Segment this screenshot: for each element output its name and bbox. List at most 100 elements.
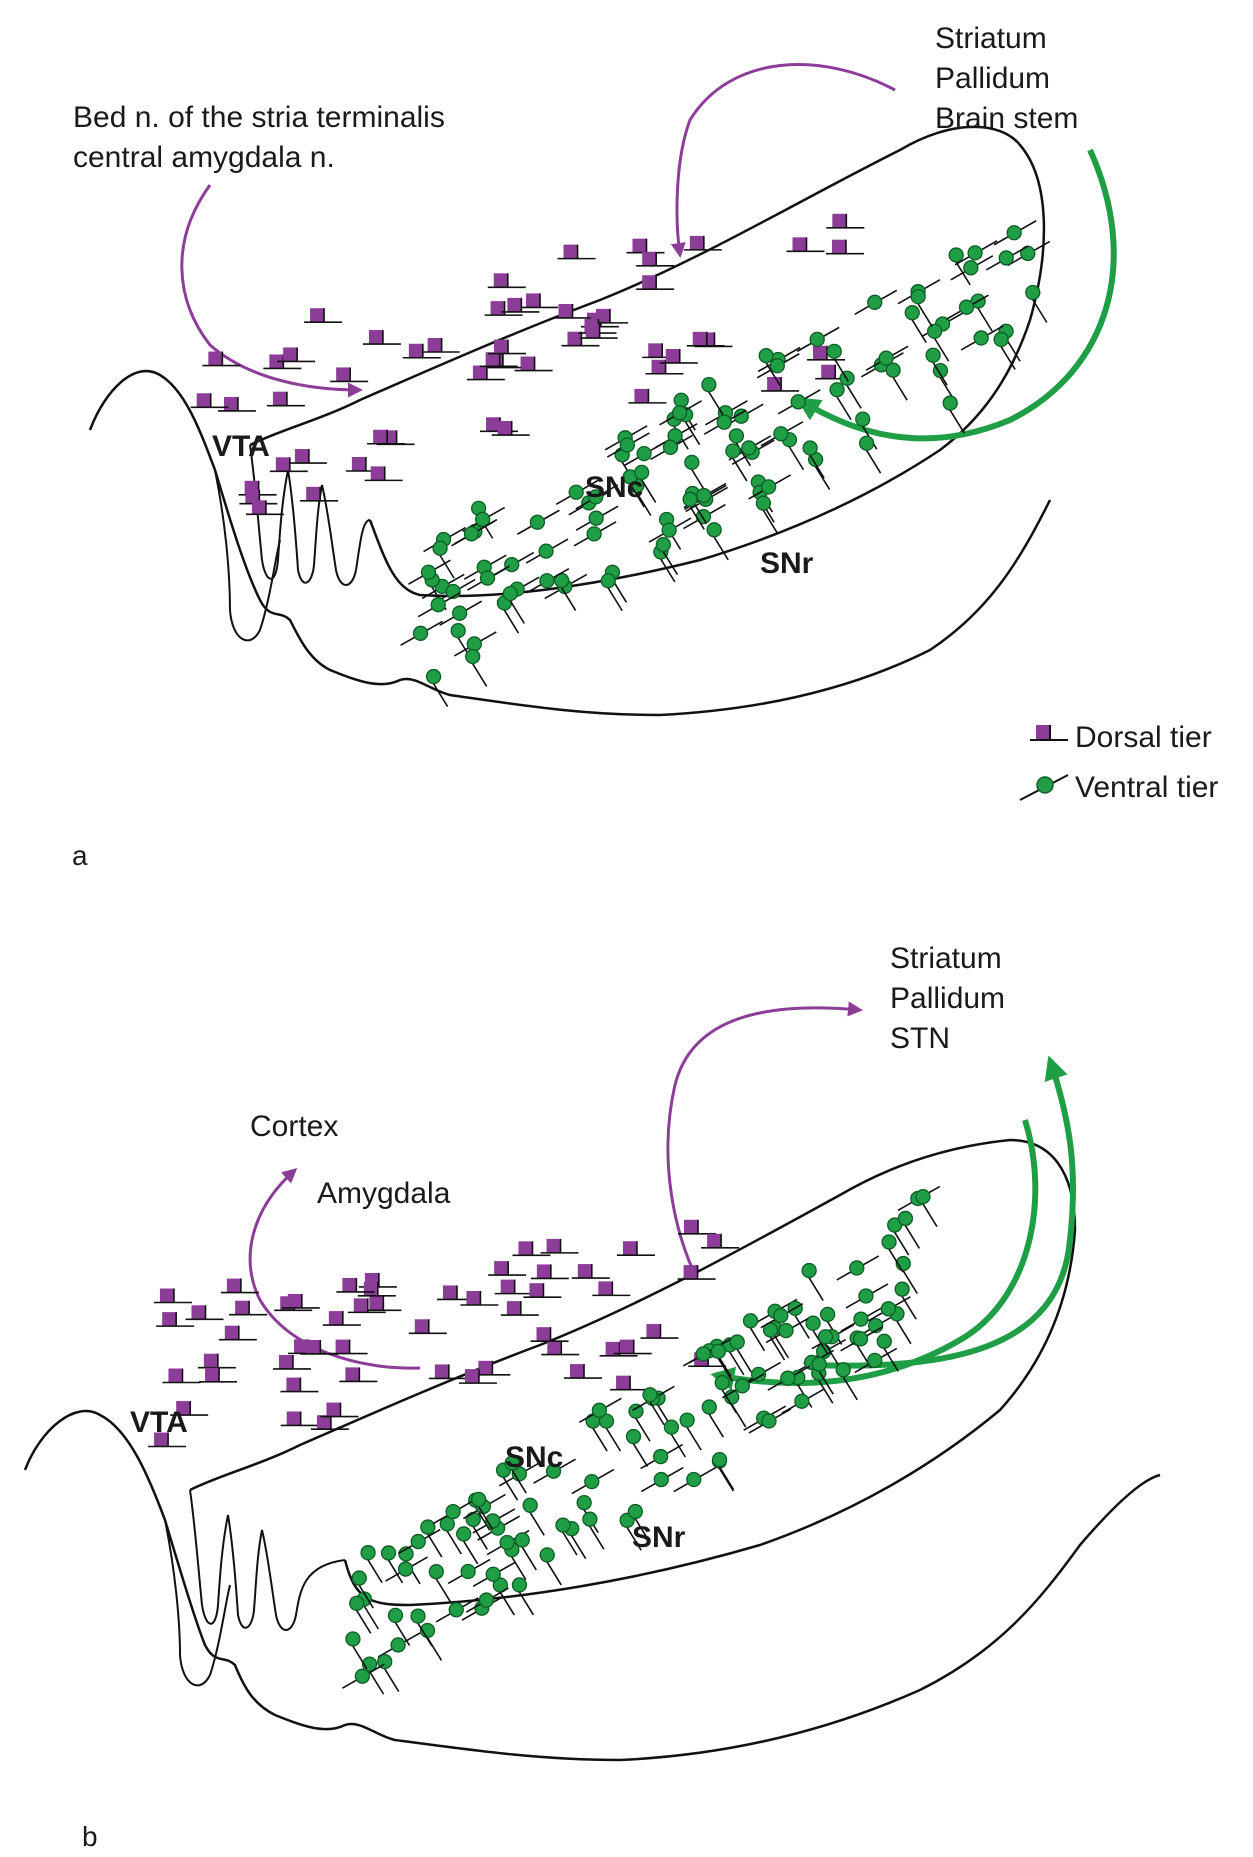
ventral-tier-cell [710,1343,734,1382]
panel-a-letter: a [72,840,88,871]
ventral-tier-cell [706,522,729,561]
ventral-tier-cell [533,1458,576,1484]
ventral-tier-cell [946,294,989,320]
ventral-tier-cell [466,1587,509,1613]
dorsal-tier-cell [626,238,665,254]
ventral-tier-cell [801,1262,824,1301]
dorsal-tier-cell [280,1411,319,1427]
dorsal-tier-cell [571,1264,610,1279]
ventral-tier-cell [802,440,825,479]
dorsal-tier-cell [487,339,526,355]
ventral-tier-cell [701,1399,724,1438]
ventral-tier-cell [836,1255,880,1281]
ventral-tier-cell [341,1663,385,1689]
dorsal-tier-cell [336,1277,375,1293]
dorsal-tier-cell [628,388,667,404]
panel-b-sn-inner-edge [189,1489,346,1631]
dorsal-tier-cell [339,1367,378,1383]
panel-b-output-right-line3: STN [890,1022,950,1055]
dorsal-tier-cell [220,1278,259,1294]
panel-b-region-snr: SNr [632,1521,686,1554]
ventral-tier-cell [840,1326,883,1352]
ventral-tier-cell [748,474,792,500]
ventral-tier-cell [598,1413,622,1452]
ventral-tier-cell [650,434,693,461]
ventral-tier-cell [377,1653,400,1693]
ventral-tier-cell [439,600,483,626]
panel-b-region-snc: SNc [505,1441,563,1474]
dorsal-tier-cell [362,330,401,345]
dorsal-tier-cell [500,1301,539,1316]
ventral-tier-cell [925,347,948,386]
dorsal-tier-cell [677,1265,716,1280]
ventral-tier-cell [432,1498,476,1525]
panel-a-input-right-line2: Pallidum [935,62,1050,95]
legend-dorsal-icon [1030,725,1068,741]
panel-a-region-snc: SNc [585,471,643,504]
panel-b-output-right-line2: Pallidum [890,982,1005,1015]
ventral-tier-cell [910,288,933,328]
ventral-tier-cell [1007,240,1051,267]
ventral-tier-cell [428,1564,452,1603]
dorsal-tier-cell [488,1261,527,1276]
ventral-tier-cell [993,331,1016,370]
ventral-tier-cell [447,1558,491,1585]
ventral-tier-cell [927,323,950,362]
dorsal-tier-cell [636,275,675,291]
ventral-tier-cell [881,1234,904,1273]
ventral-tier-cell [453,631,497,657]
ventral-tier-cell [504,1455,527,1494]
ventral-tier-cell [526,568,570,594]
ventral-tier-cell [950,255,994,281]
ventral-tier-cell [573,521,617,547]
ventral-tier-cell [682,491,705,530]
ventral-tier-cell [571,1468,615,1495]
panel-a-inner-cut [214,469,281,642]
panel-a-region-snr: SNr [760,547,814,580]
ventral-tier-cell [845,1283,889,1309]
dorsal-tier-cell [229,1300,268,1316]
dorsal-tier-cell [357,1281,396,1297]
ventral-tier-cell [894,1281,917,1320]
ventral-tier-cell [600,573,623,612]
dorsal-tier-cell [640,1324,679,1339]
ventral-tier-cell [539,1547,562,1586]
ventral-tier-cell [516,509,560,535]
panel-a-sn-inner-edge [249,444,371,586]
ventral-tier-cell [578,1397,622,1424]
ventral-tier-cell [840,1306,884,1332]
panel-b-letter: b [82,1821,98,1852]
ventral-tier-cell [1025,284,1048,323]
panel-a-ventral-arrow [795,148,1117,442]
dorsal-tier-cell [701,1233,740,1249]
dorsal-tier-cell [402,343,441,359]
dorsal-tier-cell [190,393,229,409]
dorsal-tier-cell [825,239,864,255]
ventral-tier-cell [575,484,619,510]
dorsal-tier-cell [686,331,725,347]
ventral-tier-cell [377,1632,421,1658]
ventral-tier-cell [351,1570,374,1609]
ventral-tier-cell [511,1577,535,1616]
ventral-tier-cell [811,1356,834,1395]
ventral-tier-cell [648,517,692,543]
panel-a-input-left-line2: central amygdala n. [73,141,335,174]
ventral-tier-cell [555,1517,578,1556]
dorsal-tier-cell [245,500,284,516]
dorsal-tier-cell [363,1296,402,1312]
ventral-tier-cell [627,1503,651,1542]
panel-b-dorsal-cells [148,1219,740,1448]
ventral-tier-cell [985,245,1029,271]
dorsal-tier-cell [484,301,523,316]
dorsal-tier-cell [408,1319,447,1335]
ventral-tier-cell [942,395,965,434]
dorsal-tier-cell [320,1402,359,1418]
dorsal-tier-cell [659,348,698,364]
dorsal-tier-cell [616,1241,655,1257]
legend-dorsal-label: Dorsal tier [1075,721,1212,754]
dorsal-tier-cell [610,1375,649,1391]
panel-a-sn-outline [249,125,1046,598]
dorsal-tier-cell [512,1241,551,1257]
panel-a-input-arrow-right [670,63,896,258]
